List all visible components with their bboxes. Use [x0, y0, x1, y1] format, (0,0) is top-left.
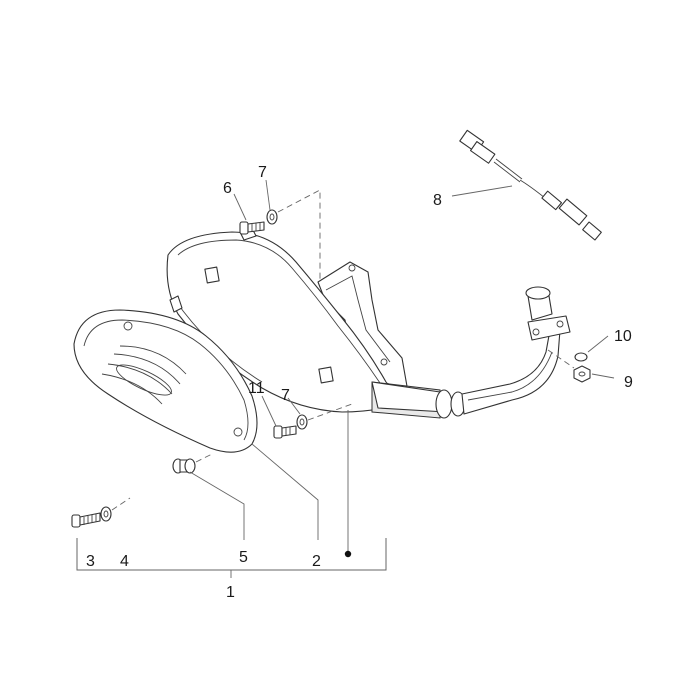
callout-6: 6	[223, 180, 232, 197]
alignment-line-spacer	[195, 453, 213, 463]
leader-7-top	[265, 179, 271, 211]
leader-6	[233, 193, 247, 221]
callout-2: 2	[312, 553, 321, 570]
muffler-body	[166, 227, 411, 413]
alignment-line-bottom	[307, 403, 353, 421]
callout-1: 1	[226, 584, 235, 601]
heat-shield	[73, 309, 258, 453]
screw-part-6	[239, 221, 265, 235]
screw-part-3	[71, 512, 101, 528]
screw-part-11	[273, 425, 297, 439]
assembly-dot	[344, 550, 352, 558]
leader-2	[251, 443, 319, 540]
callout-9: 9	[624, 374, 633, 391]
washer-part-10	[574, 352, 588, 362]
callout-7-top: 7	[258, 164, 267, 181]
callout-11: 11	[248, 380, 265, 397]
leader-8	[451, 185, 513, 197]
nut-part-9	[573, 365, 591, 383]
callout-8: 8	[433, 192, 442, 209]
callout-5: 5	[239, 549, 248, 566]
leader-11	[261, 395, 277, 427]
alignment-line-top	[277, 189, 321, 280]
leader-7-bottom	[287, 397, 301, 415]
spacer-part-5	[172, 458, 196, 474]
callout-10: 10	[614, 328, 632, 345]
washer-part-4	[100, 506, 112, 522]
leader-10	[587, 335, 609, 353]
callout-4: 4	[120, 553, 129, 570]
washer-part-7-bottom	[296, 414, 308, 430]
leader-9	[591, 373, 615, 379]
exhaust-pipe	[371, 286, 571, 419]
washer-part-7-top	[266, 209, 278, 225]
assembly-bracket	[76, 538, 387, 571]
oxygen-sensor	[459, 129, 602, 241]
callout-7-bottom: 7	[281, 387, 290, 404]
callout-3: 3	[86, 553, 95, 570]
alignment-line-nut	[547, 349, 575, 369]
alignment-line-washer	[111, 497, 131, 511]
leader-5	[189, 471, 245, 540]
